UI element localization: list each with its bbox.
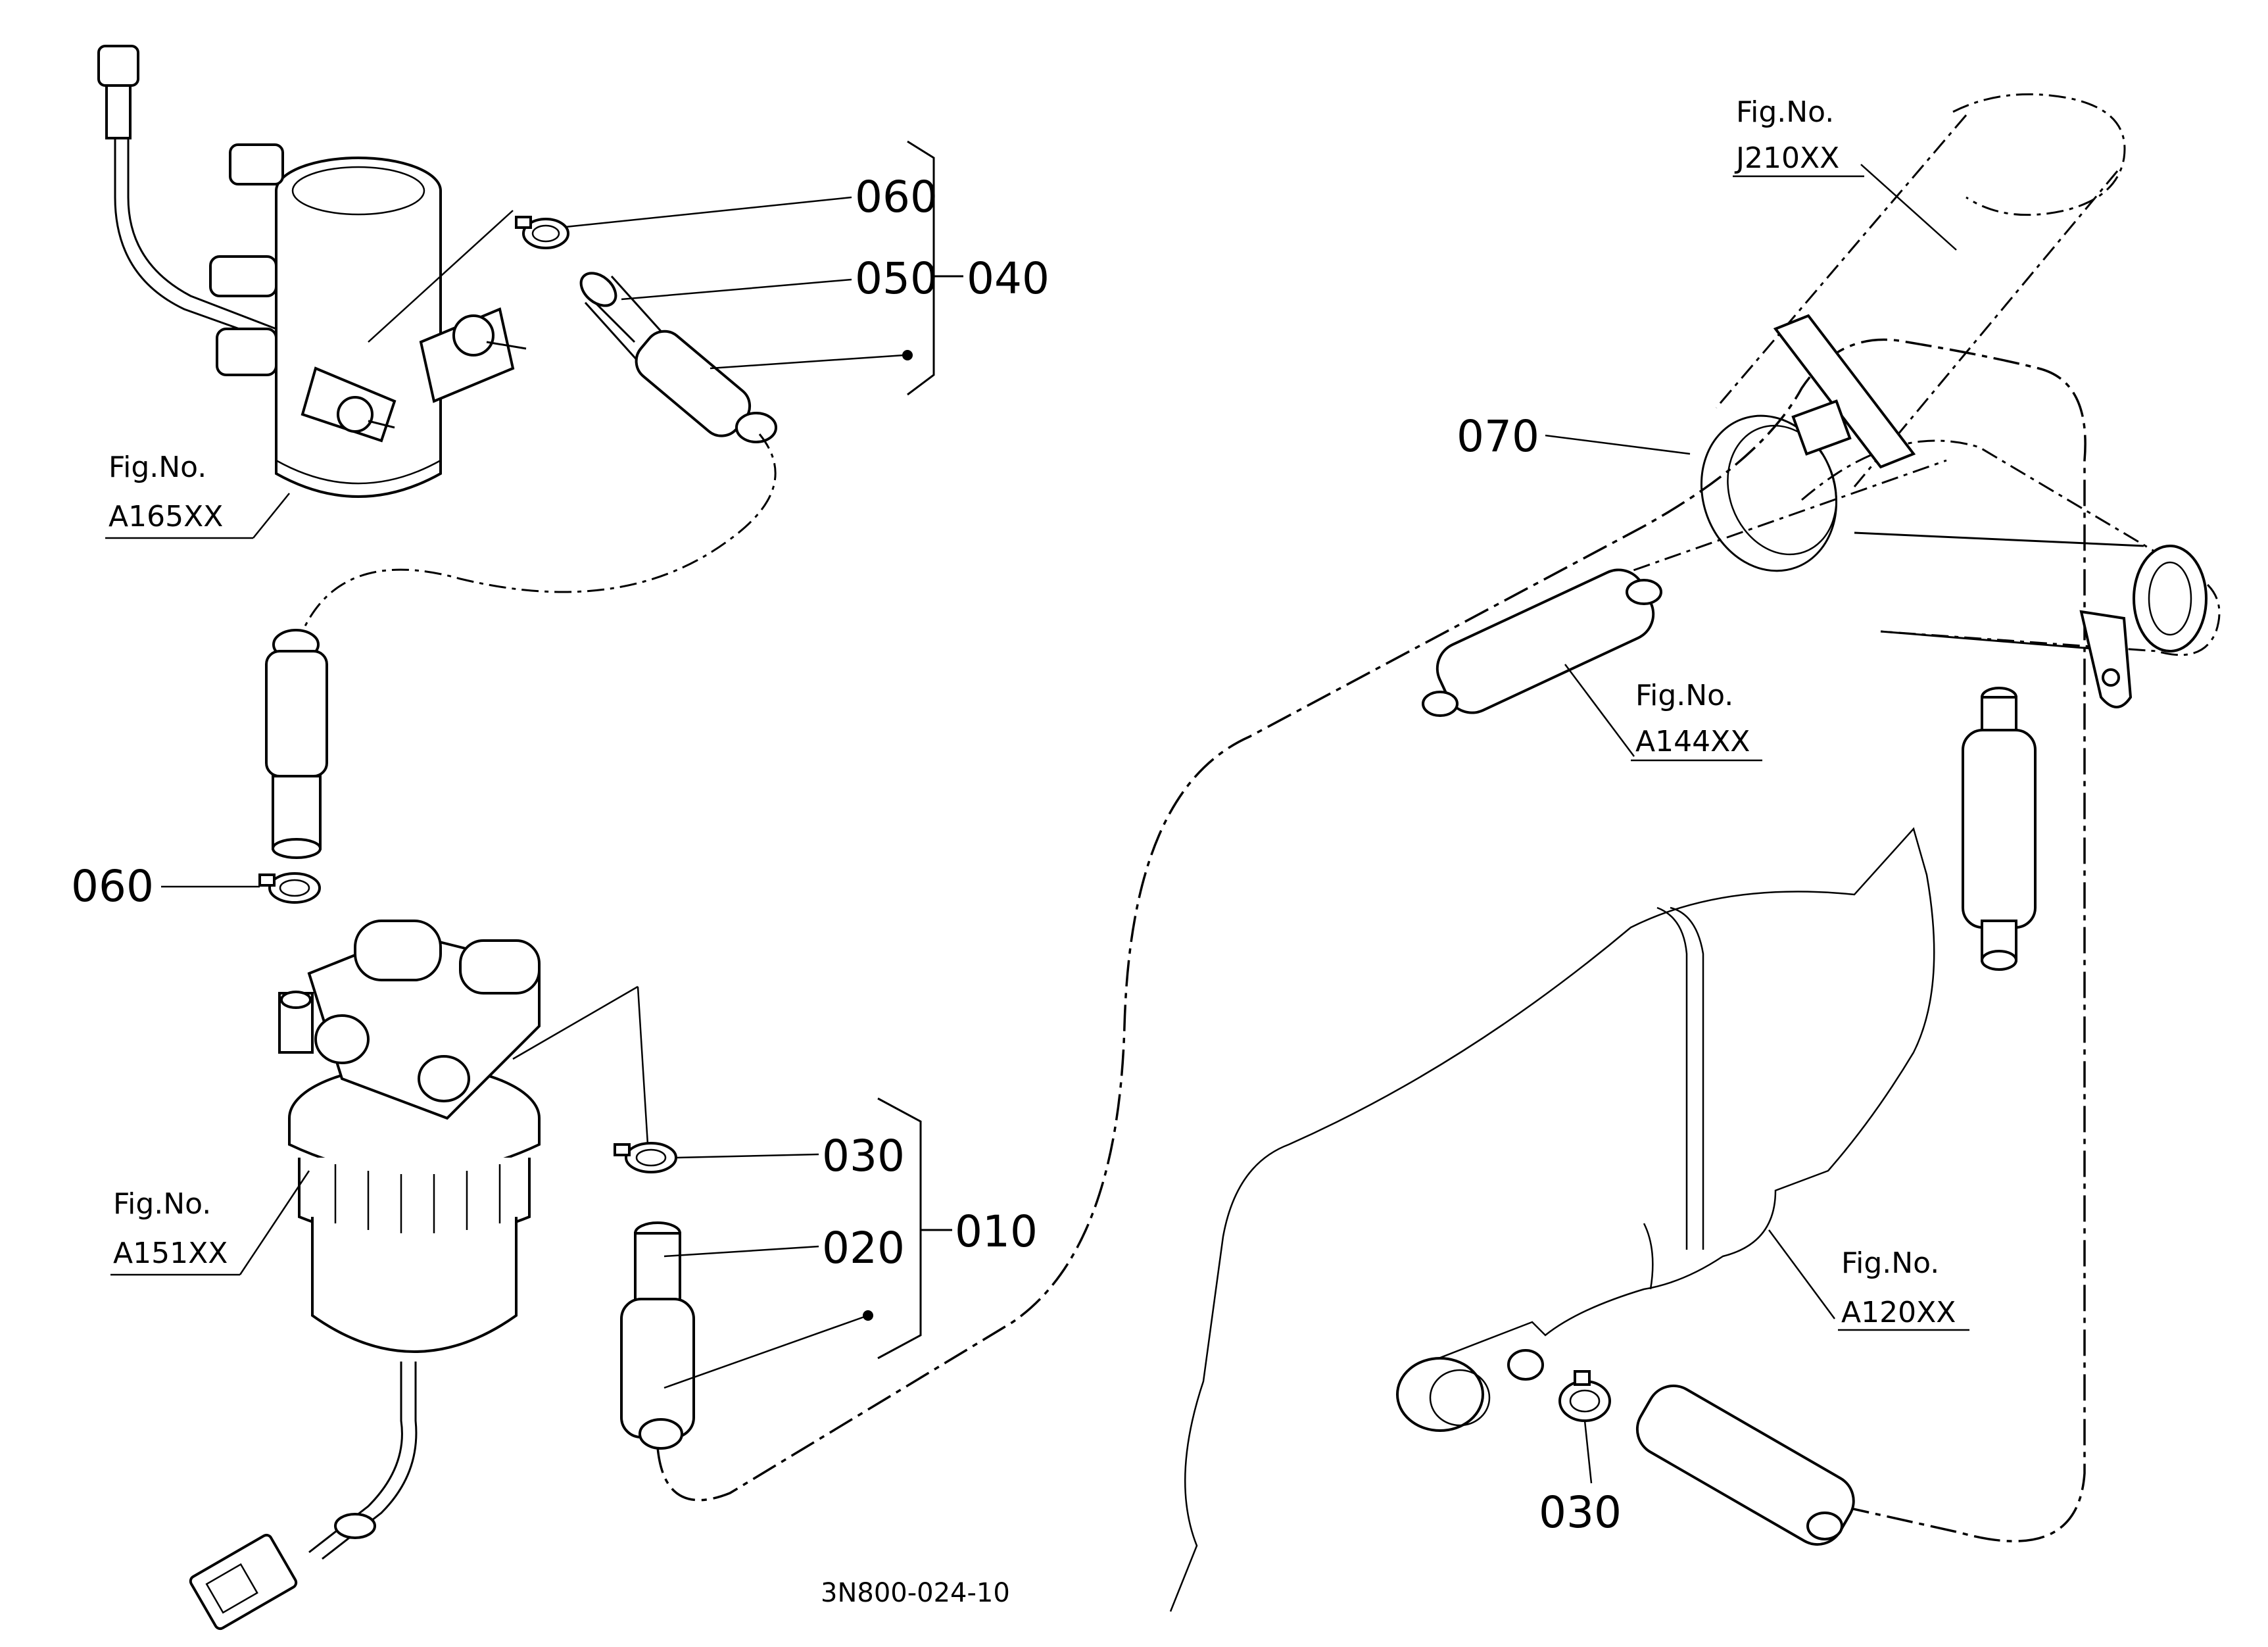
fuel-pump-illustration bbox=[97, 45, 527, 498]
part-010: 010 bbox=[955, 1206, 1038, 1257]
clamp-030-bottom bbox=[1558, 1370, 1611, 1422]
hose-a144 bbox=[1422, 568, 1662, 717]
part-060-top: 060 bbox=[855, 172, 938, 222]
fig-a165-code: A165XX bbox=[109, 500, 223, 533]
part-030-bottom: 030 bbox=[1539, 1487, 1622, 1538]
fig-a165-title: Fig.No. bbox=[109, 451, 206, 484]
part-050: 050 bbox=[855, 253, 938, 304]
leader-hose-040 bbox=[710, 354, 905, 370]
leader-030-bottom bbox=[1583, 1420, 1593, 1484]
part-070: 070 bbox=[1457, 411, 1539, 462]
part-030-mid: 030 bbox=[822, 1131, 905, 1181]
leader-a151 bbox=[239, 1170, 310, 1275]
leader-050 bbox=[621, 278, 852, 301]
leader-j210 bbox=[1860, 164, 1957, 251]
bracket-dot-010 bbox=[863, 1310, 873, 1321]
leader-070 bbox=[1545, 434, 1691, 455]
fig-a144-title: Fig.No. bbox=[1635, 679, 1733, 712]
leader-060-top bbox=[565, 196, 852, 228]
part-060-left: 060 bbox=[71, 861, 154, 912]
part-040: 040 bbox=[967, 253, 1050, 304]
fig-j210-code: J210XX bbox=[1734, 141, 1839, 175]
clamp-030-mid bbox=[614, 1142, 677, 1173]
hose-050-top bbox=[579, 272, 777, 443]
part-020: 020 bbox=[822, 1223, 905, 1273]
fuel-line-loop bbox=[656, 338, 2087, 1542]
clamp-060-top bbox=[515, 216, 569, 249]
leader-020 bbox=[664, 1245, 819, 1258]
fig-a151-code: A151XX bbox=[113, 1237, 228, 1270]
dash-tube-axis bbox=[1571, 459, 1947, 593]
bracket-dot-040 bbox=[902, 350, 913, 360]
group-bracket-040 bbox=[907, 140, 935, 396]
leader-a144 bbox=[1564, 664, 1635, 757]
fig-a120-code: A120XX bbox=[1841, 1296, 1956, 1329]
clamp-060-left bbox=[258, 872, 321, 904]
leader-030-mid bbox=[677, 1153, 819, 1159]
hose-tank-bottom bbox=[1635, 1385, 1855, 1546]
leader-a165 bbox=[253, 493, 290, 539]
pipe-right-end bbox=[1854, 531, 2208, 708]
group-bracket-010 bbox=[877, 1097, 922, 1360]
fig-a120-title: Fig.No. bbox=[1841, 1246, 1939, 1280]
fig-j210-title: Fig.No. bbox=[1736, 95, 1834, 129]
drawing-code: 3N800-024-10 bbox=[821, 1578, 1010, 1608]
fuel-tank-a120 bbox=[1169, 827, 1935, 1612]
leader-hose-010 bbox=[664, 1314, 869, 1389]
hose-left-upper bbox=[265, 629, 328, 859]
fig-a151-title: Fig.No. bbox=[113, 1187, 211, 1221]
leader-a120 bbox=[1768, 1229, 1836, 1319]
fuel-line-pump-to-filter bbox=[301, 433, 777, 632]
fig-a144-code: A144XX bbox=[1635, 725, 1750, 758]
fuel-filter-illustration bbox=[189, 920, 649, 1631]
hose-020 bbox=[620, 1221, 695, 1450]
cable-tie-070 bbox=[1700, 314, 1916, 572]
hose-right-vertical bbox=[1962, 687, 2037, 971]
